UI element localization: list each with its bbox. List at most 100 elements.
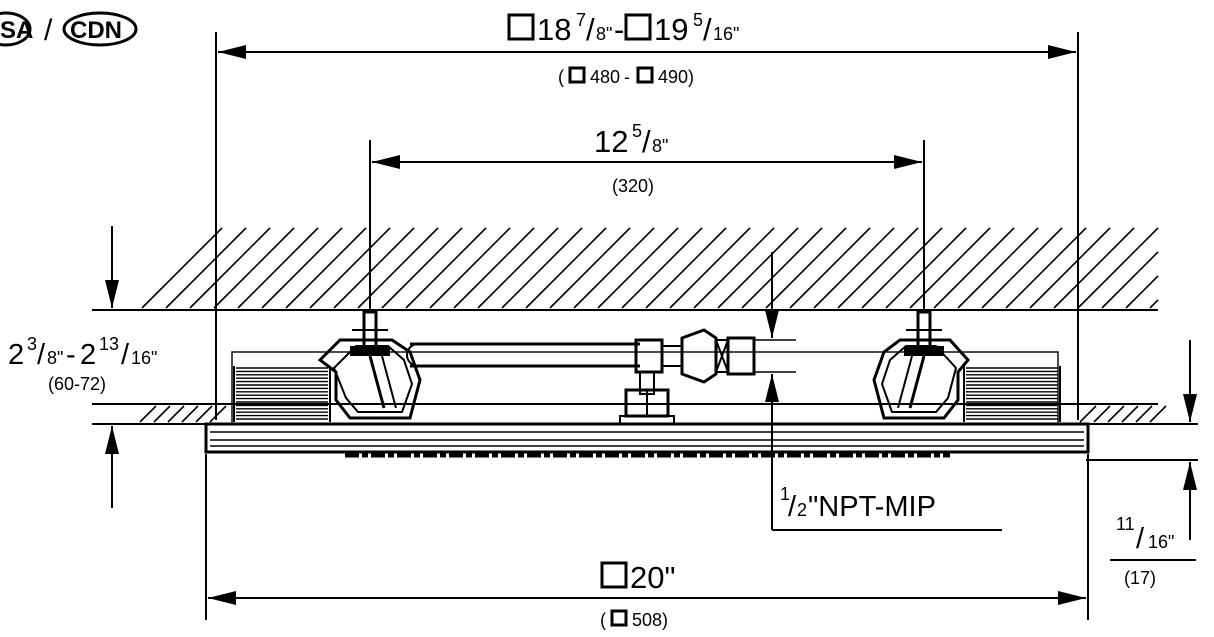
badge-sa: SA xyxy=(0,17,33,44)
badge-separator: / xyxy=(44,14,53,47)
hatch-line xyxy=(717,227,799,309)
hatch-line xyxy=(525,227,607,309)
region-badges: SA / CDN xyxy=(0,11,138,47)
hatch-line xyxy=(909,227,991,309)
hatch-line xyxy=(141,227,223,309)
panel-thickness-num: 11 xyxy=(1116,514,1135,534)
center-span-whole: 12 xyxy=(594,124,628,159)
hatch-line xyxy=(1077,227,1159,309)
hatch-line xyxy=(1093,405,1111,423)
connection-num: 1 xyxy=(780,484,790,504)
ceiling-thickness-dash: - xyxy=(66,339,76,371)
stacked-fins-left xyxy=(233,366,331,422)
hatch-line xyxy=(181,405,199,423)
hatch-line xyxy=(597,227,679,309)
hatch-line xyxy=(621,227,703,309)
hatch-line xyxy=(213,227,295,309)
hatch-line xyxy=(741,227,823,309)
hatch-line xyxy=(1121,405,1139,423)
hatch-line xyxy=(139,405,157,423)
hatch-line xyxy=(261,227,343,309)
hatch-line xyxy=(549,227,631,309)
hatch-line xyxy=(933,227,1015,309)
mounting-bracket-left xyxy=(317,310,422,420)
ceiling-slab xyxy=(92,227,1159,311)
square-symbol xyxy=(610,609,628,627)
hatch-line xyxy=(1029,227,1111,309)
hatch-line xyxy=(765,227,847,309)
hatch-line xyxy=(645,227,727,309)
hatch-line xyxy=(237,227,319,309)
center-span-den: 8" xyxy=(652,136,668,156)
svg-text:/: / xyxy=(642,124,651,159)
hatch-line xyxy=(195,405,213,423)
shower-panel xyxy=(204,422,1090,454)
square-symbol xyxy=(636,66,654,84)
badge-cdn: CDN xyxy=(70,17,122,44)
connection-label: "NPT-MIP xyxy=(808,491,936,523)
top-width-metric-dash: - xyxy=(624,67,630,87)
hatch-line xyxy=(285,227,367,309)
water-inlet-fitting xyxy=(619,371,675,425)
panel-thickness-dimension: 11 / 16" (17) xyxy=(1086,340,1198,588)
hatch-line xyxy=(309,227,391,309)
hatch-line xyxy=(405,227,487,309)
hatch-line xyxy=(333,227,415,309)
hatch-line xyxy=(1005,227,1087,309)
hatch-line xyxy=(153,405,171,423)
center-span-num: 5 xyxy=(632,121,642,141)
shower-panel-assembly xyxy=(204,310,1090,458)
ceiling-layer-hatching-left xyxy=(139,405,227,423)
top-width-b-num: 5 xyxy=(693,10,703,30)
center-span-dimension: 12 5 / 8" (320) xyxy=(369,121,925,312)
hatch-line xyxy=(789,227,871,309)
svg-text:/: / xyxy=(703,12,712,47)
hatch-line xyxy=(165,227,247,309)
hatch-line xyxy=(1149,405,1167,423)
hatch-line xyxy=(1135,405,1153,423)
hatch-line xyxy=(885,227,967,309)
connection-den: 2 xyxy=(797,500,807,520)
hatch-line xyxy=(429,227,511,309)
hatch-line xyxy=(381,227,463,309)
panel-width-dimension: 20" ( 508) xyxy=(205,454,1089,630)
ceiling-thickness-b-whole: 2 xyxy=(80,339,96,371)
stacked-fins-right xyxy=(963,366,1061,422)
hatch-line xyxy=(1101,251,1159,309)
pipe-connector xyxy=(634,328,796,384)
hatch-line xyxy=(501,227,583,309)
panel-width-metric: 508) xyxy=(632,610,668,630)
panel-width-metric-open: ( xyxy=(600,610,606,630)
hatch-line xyxy=(693,227,775,309)
hatch-line xyxy=(453,227,535,309)
ceiling-layer-hatching-right xyxy=(1079,405,1167,423)
top-width-a-den: 8" xyxy=(596,24,612,44)
svg-text:/: / xyxy=(37,339,46,371)
hatch-line xyxy=(167,405,185,423)
hatch-line xyxy=(1149,299,1159,309)
ceiling-thickness-metric: (60-72) xyxy=(48,374,106,394)
hatch-line xyxy=(1079,405,1097,423)
ceiling-thickness-dimension: 2 3 / 8" - 2 13 / 16" (60-72) xyxy=(8,226,157,508)
hatch-line xyxy=(837,227,919,309)
square-symbol xyxy=(600,561,628,589)
svg-text:/: / xyxy=(121,339,130,371)
ceiling-thickness-b-num: 13 xyxy=(99,334,119,354)
top-width-b-whole: 19 xyxy=(654,12,688,47)
top-width-metric-open: ( xyxy=(558,67,564,87)
hatch-line xyxy=(1125,275,1159,309)
hatch-line xyxy=(957,227,1039,309)
top-width-b-den: 16" xyxy=(713,24,739,44)
hatch-line xyxy=(477,227,559,309)
panel-thickness-den: 16" xyxy=(1148,532,1174,552)
hatch-line xyxy=(981,227,1063,309)
square-symbol xyxy=(624,13,652,41)
svg-text:/: / xyxy=(788,491,797,523)
hatch-line xyxy=(209,405,227,423)
svg-text:/: / xyxy=(1136,523,1145,555)
hatch-line xyxy=(669,227,751,309)
badge-outline-sa xyxy=(0,11,32,47)
hatch-line xyxy=(357,227,439,309)
top-width-dimension: 18 7 / 8" - 19 5 / 16" ( 480 - 490) xyxy=(215,10,1079,420)
